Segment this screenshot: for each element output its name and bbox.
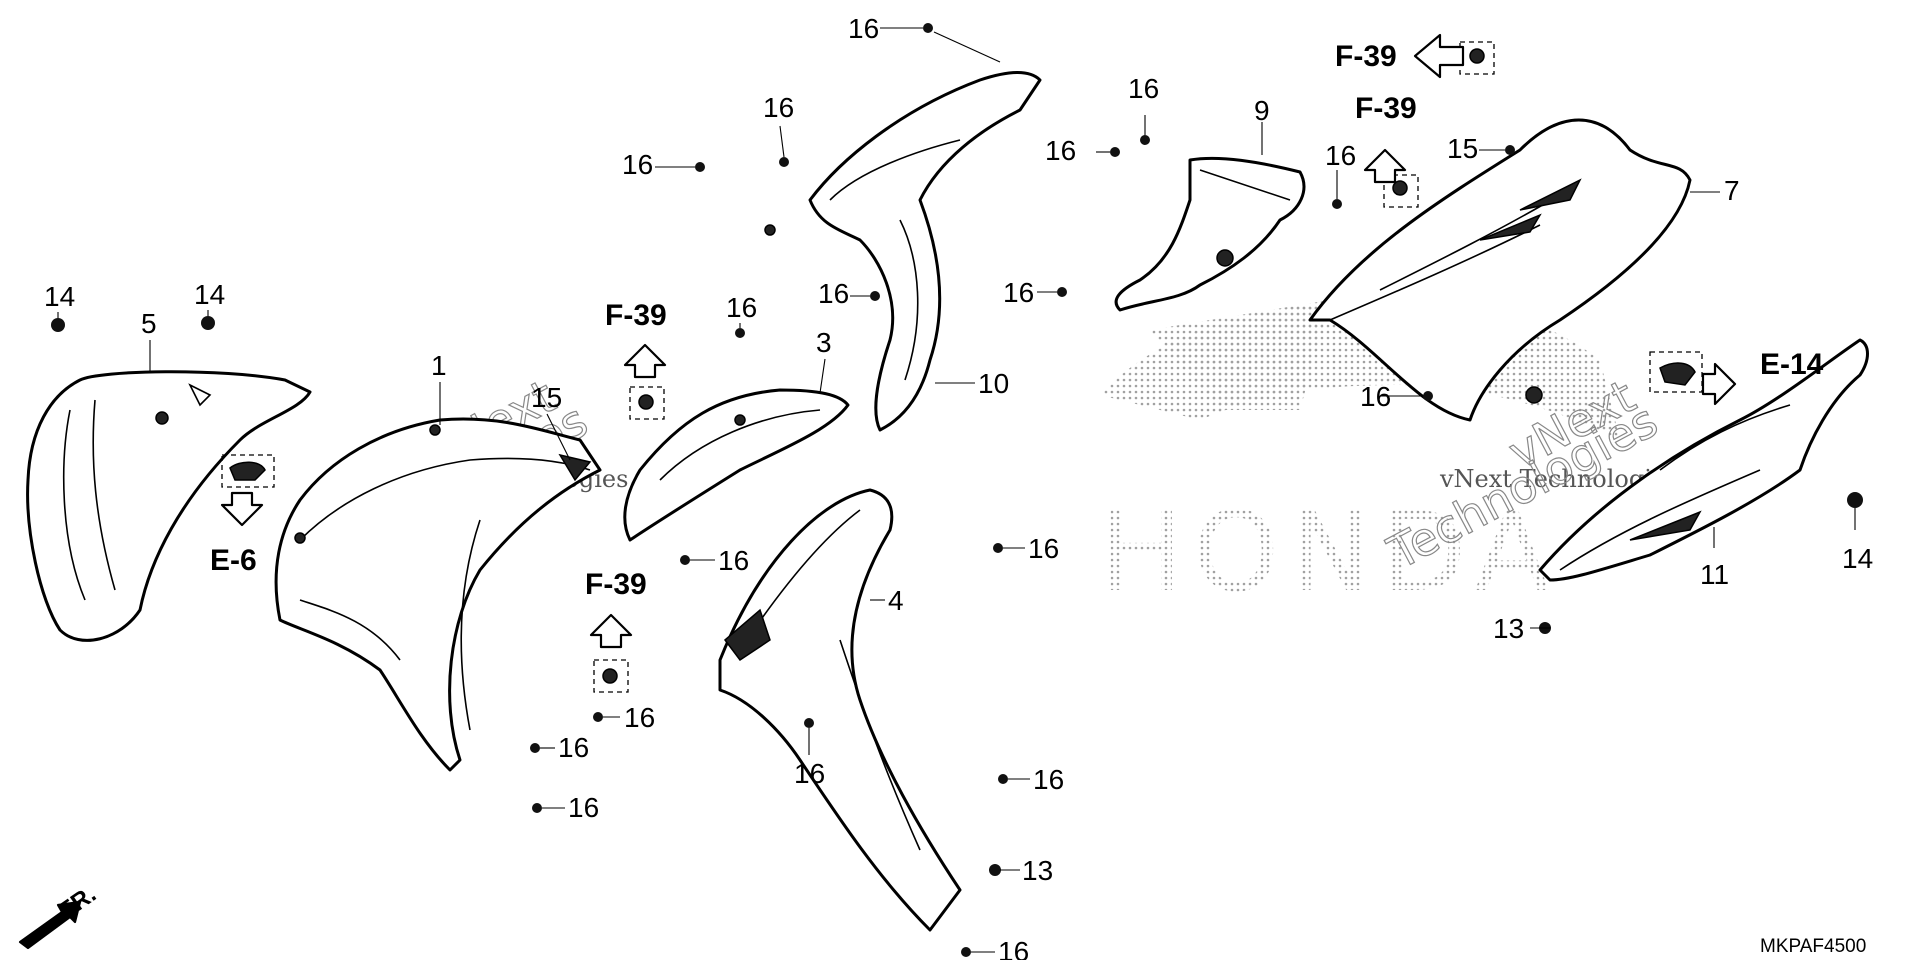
callout-18: 14 — [194, 279, 225, 310]
part-5-cover[interactable] — [26, 370, 312, 642]
callout-6: 16 — [1003, 277, 1034, 308]
callout-17: 14 — [44, 281, 75, 312]
callout-24: 16 — [718, 545, 749, 576]
callout-31: 13 — [1022, 855, 1053, 886]
callout-22: 3 — [816, 327, 832, 358]
part-10-frame-cover[interactable] — [764, 71, 1042, 432]
watermark-logo-text: HONDA — [1100, 488, 1560, 616]
callout-3: 16 — [622, 149, 653, 180]
ref-e6: E-6 — [210, 544, 257, 577]
callout-9: 16 — [1325, 140, 1356, 171]
part-7-upper-cowl[interactable] — [1308, 118, 1692, 422]
callout-5: 16 — [1045, 135, 1076, 166]
callout-34: 11 — [1700, 559, 1729, 590]
callout-33: 16 — [998, 936, 1029, 960]
part-3-inner-panel[interactable] — [623, 388, 850, 542]
part-callouts: 16 16 16 16 16 16 9 16 16 16 15 7 16 16 … — [44, 13, 1873, 960]
reference-labels: F-39 F-39 F-39 F-39 E-6 E-14 — [210, 40, 1824, 601]
callout-27: 16 — [558, 732, 589, 763]
ref-f39-lower: F-39 — [585, 568, 647, 601]
ref-e14: E-14 — [1760, 348, 1824, 381]
ref-f39-center: F-39 — [1355, 92, 1417, 125]
callout-19: 5 — [141, 308, 157, 339]
callout-36: 14 — [1842, 543, 1873, 574]
callout-4: 16 — [1128, 73, 1159, 104]
callout-35: 13 — [1493, 613, 1524, 644]
callout-26: 16 — [624, 702, 655, 733]
part-9-bracket[interactable] — [1114, 156, 1306, 312]
callout-16: 10 — [978, 368, 1009, 399]
leader-lines — [57, 27, 1856, 953]
callout-8: 16 — [818, 278, 849, 309]
callout-23: 16 — [726, 292, 757, 323]
dashed-reference-boxes — [221, 41, 1703, 693]
fasteners — [51, 23, 1863, 957]
callout-28: 4 — [888, 585, 904, 616]
callout-11: 15 — [1447, 133, 1478, 164]
callout-20: 1 — [431, 350, 447, 381]
part-1-side-cowl[interactable] — [274, 417, 602, 772]
reference-arrows — [18, 33, 1737, 950]
callout-13: 16 — [1360, 381, 1391, 412]
callout-1: 16 — [848, 13, 879, 44]
ref-f39-top: F-39 — [1335, 40, 1397, 73]
callout-29: 16 — [568, 792, 599, 823]
callout-25: 16 — [1028, 533, 1059, 564]
part-4-long-side-panel[interactable] — [718, 488, 962, 932]
part-11-under-cover[interactable] — [1538, 338, 1869, 582]
callout-12: 7 — [1724, 175, 1740, 206]
callout-2: 16 — [763, 92, 794, 123]
ref-f39-left: F-39 — [605, 299, 667, 332]
callout-21: 15 — [531, 382, 562, 413]
callout-7: 9 — [1254, 95, 1270, 126]
callout-32: 16 — [1033, 764, 1064, 795]
diagram-code: MKPAF4500 — [1760, 936, 1866, 957]
clip-parts — [229, 48, 1696, 684]
callout-30: 16 — [794, 758, 825, 789]
